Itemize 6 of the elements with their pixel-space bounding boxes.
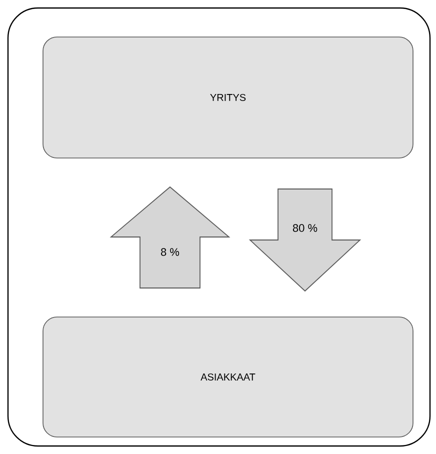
process-box: ASIAKKAAT — [42, 316, 414, 438]
process-box: YRITYS — [42, 36, 414, 158]
edge-label: 80 % — [291, 223, 319, 233]
block-arrow — [248, 188, 362, 292]
block-arrow — [110, 186, 230, 288]
edge-label: 8 % — [160, 247, 180, 257]
